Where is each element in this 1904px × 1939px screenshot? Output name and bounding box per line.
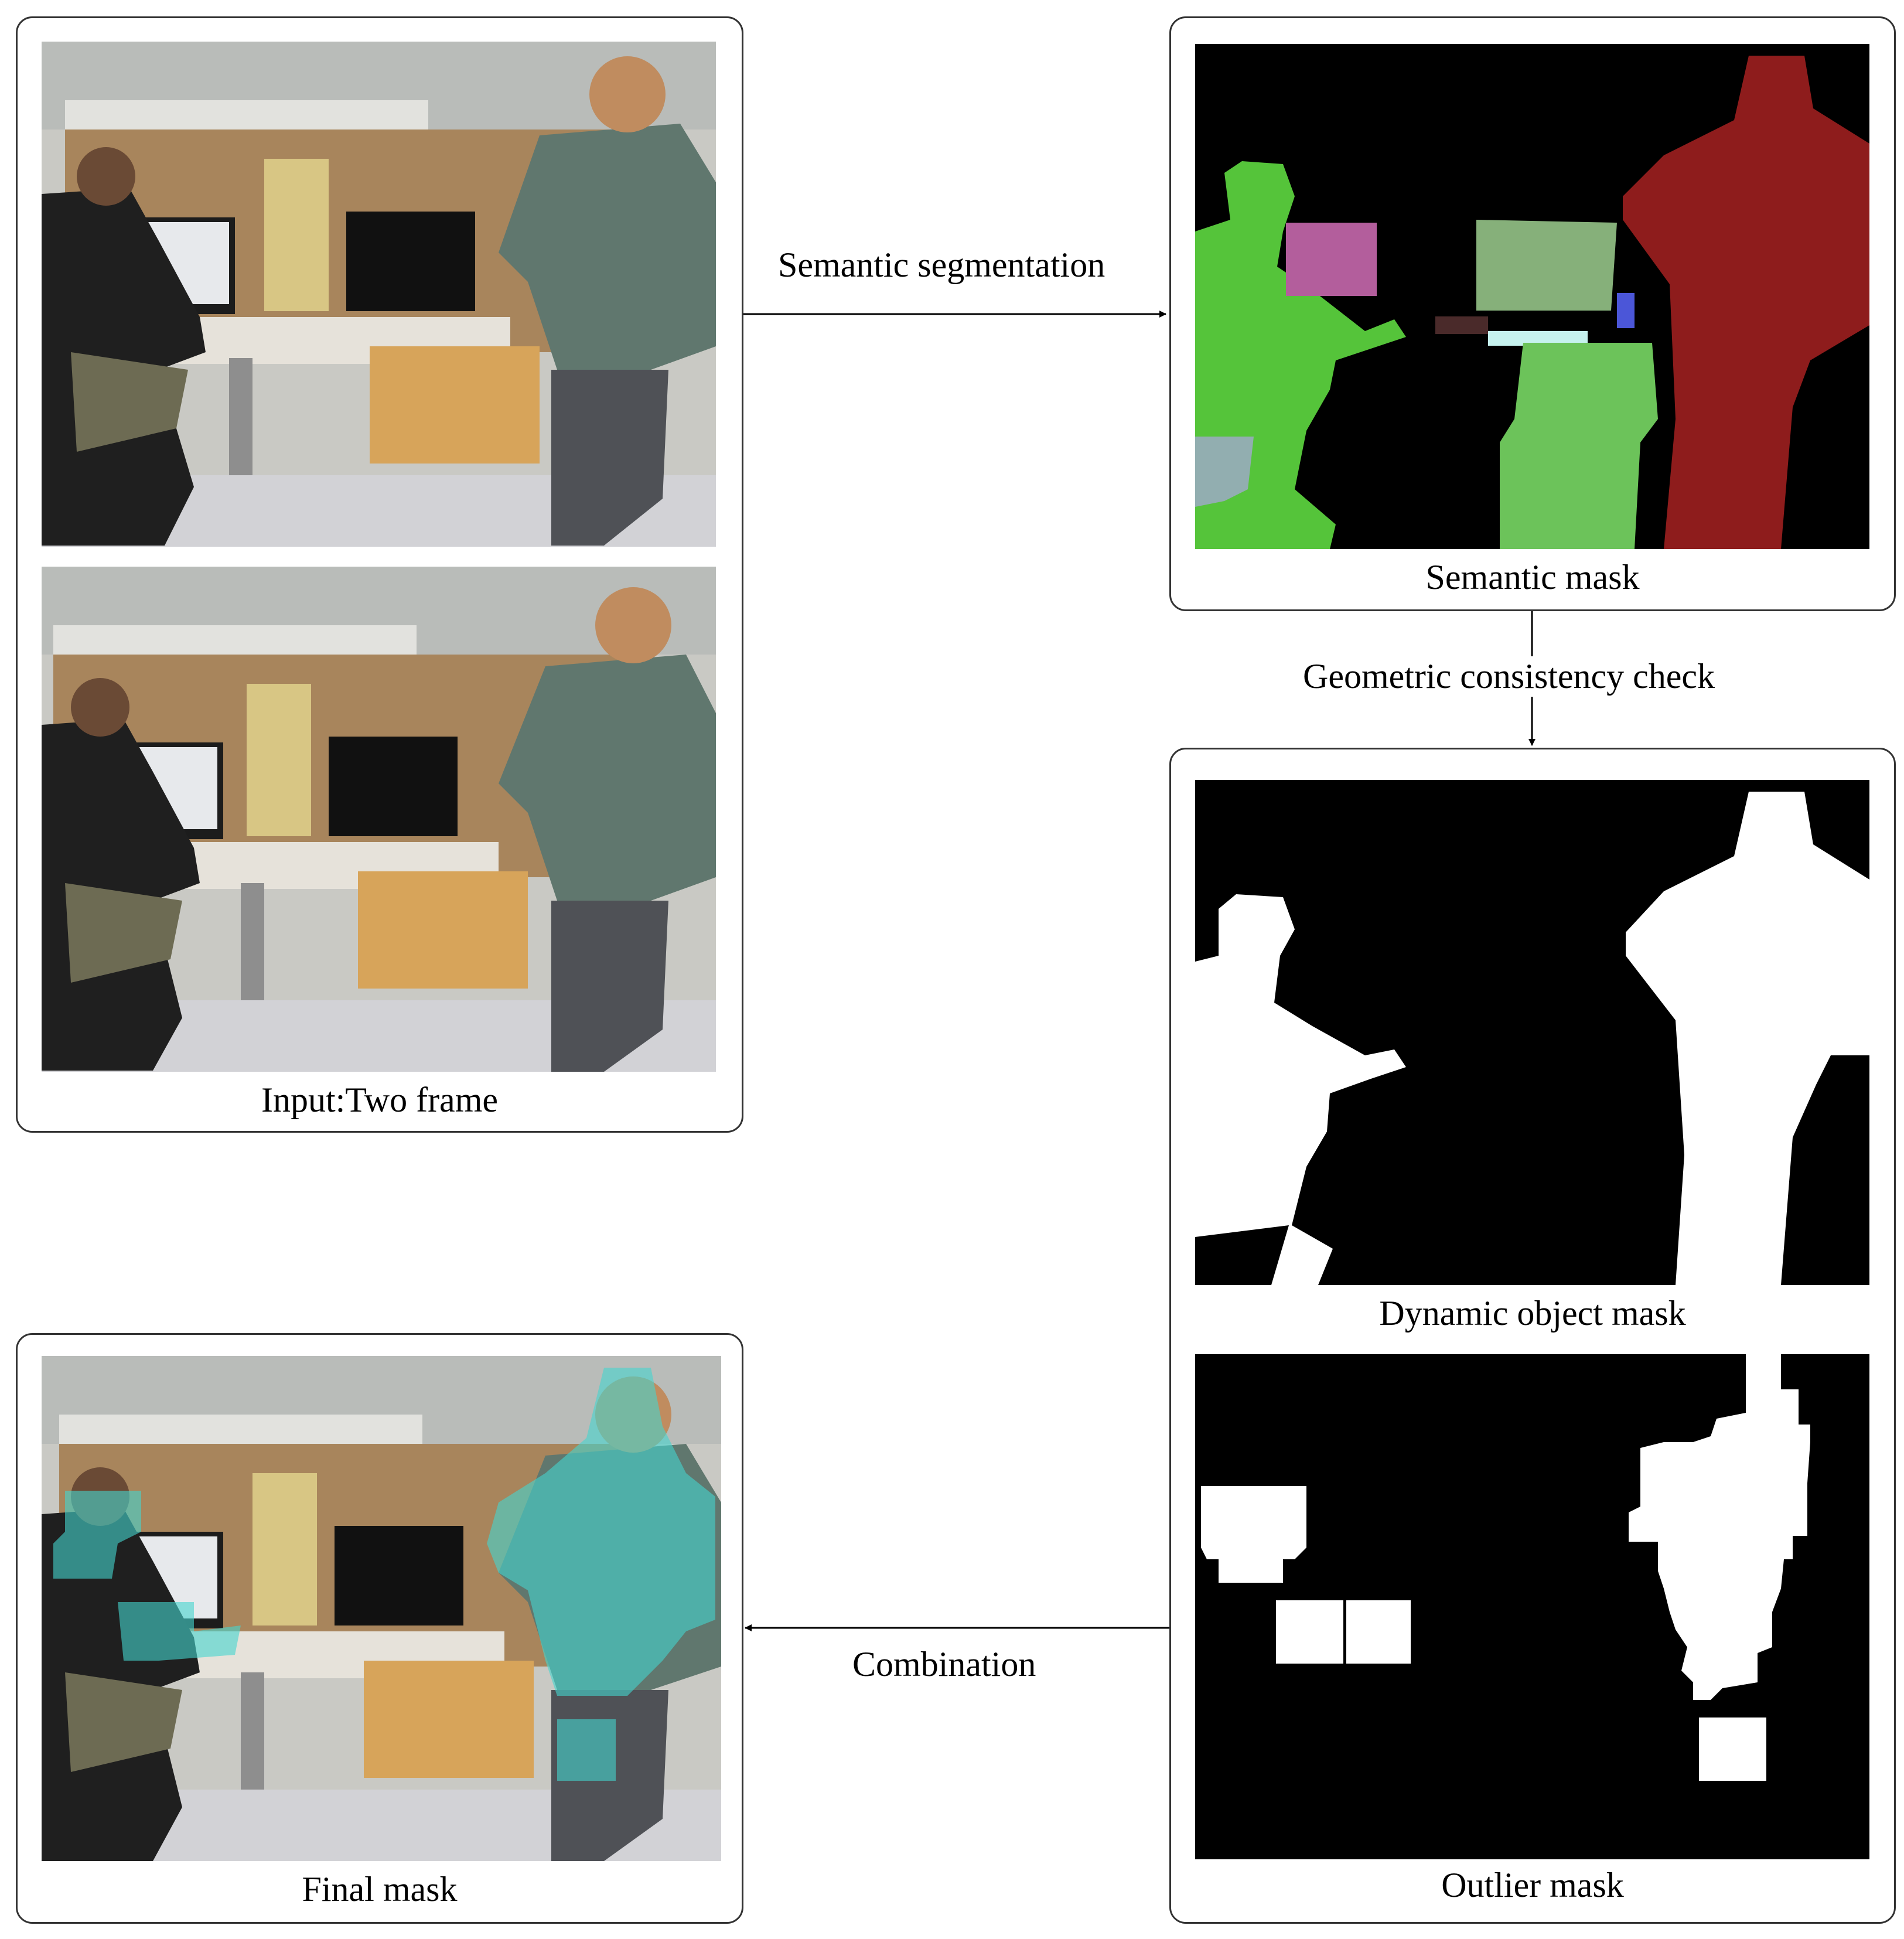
outlier-caption: Outlier mask [1441, 1866, 1624, 1904]
final-mask-image [42, 1356, 721, 1861]
input-frame-1 [42, 42, 716, 547]
semantic-segmentation-label: Semantic segmentation [778, 246, 1105, 284]
dynamic-outlier-panel: Dynamic object mask Outlier mask [1169, 748, 1896, 1924]
dynamic-caption: Dynamic object mask [1379, 1294, 1686, 1333]
input-panel: Input:Two frame [16, 16, 743, 1133]
semantic-mask-image [1195, 44, 1869, 549]
dynamic-object-mask-image [1195, 780, 1869, 1285]
outlier-mask-image [1195, 1354, 1869, 1859]
geometric-check-label: Geometric consistency check [1299, 656, 1719, 697]
semantic-panel: Semantic mask [1169, 16, 1896, 611]
input-frame-2 [42, 567, 716, 1072]
final-panel: Final mask [16, 1333, 743, 1924]
final-caption: Final mask [302, 1870, 458, 1909]
semantic-caption: Semantic mask [1425, 558, 1640, 597]
input-caption: Input:Two frame [261, 1081, 498, 1119]
combination-label: Combination [852, 1645, 1036, 1684]
